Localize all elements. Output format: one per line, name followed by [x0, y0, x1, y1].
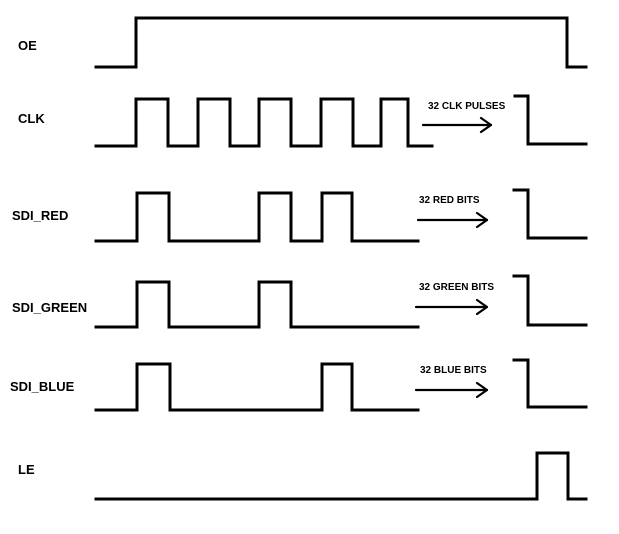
clk-row: CLK 32 CLK PULSES [18, 94, 588, 148]
sdi-green-continuation-arrow [414, 298, 489, 316]
sdi-red-end-waveform [512, 188, 588, 240]
sdi-green-waveform [94, 280, 420, 329]
clk-label: CLK [18, 111, 45, 126]
sdi-green-end-waveform [512, 274, 588, 327]
oe-waveform [94, 16, 588, 69]
sdi-red-label: SDI_RED [12, 208, 68, 223]
clk-end-waveform [513, 94, 588, 146]
oe-label: OE [18, 38, 37, 53]
clk-continuation-arrow [421, 116, 493, 134]
sdi-green-row: SDI_GREEN 32 GREEN BITS [12, 274, 588, 329]
clk-waveform [94, 97, 434, 148]
green-bits-note: 32 GREEN BITS [419, 282, 494, 293]
sdi-blue-end-waveform [512, 358, 588, 409]
sdi-blue-waveform [94, 362, 420, 412]
le-row: LE [18, 451, 588, 501]
sdi-blue-continuation-arrow [414, 381, 489, 399]
sdi-red-waveform [94, 191, 420, 243]
le-waveform [94, 451, 588, 501]
sdi-blue-row: SDI_BLUE 32 BLUE BITS [10, 358, 588, 412]
le-label: LE [18, 462, 35, 477]
sdi-red-continuation-arrow [416, 211, 489, 229]
sdi-blue-label: SDI_BLUE [10, 379, 75, 394]
sdi-red-row: SDI_RED 32 RED BITS [12, 188, 588, 243]
red-bits-note: 32 RED BITS [419, 195, 480, 206]
sdi-green-label: SDI_GREEN [12, 300, 87, 315]
blue-bits-note: 32 BLUE BITS [420, 365, 487, 376]
clk-pulses-note: 32 CLK PULSES [428, 101, 506, 112]
oe-row: OE [18, 16, 588, 69]
